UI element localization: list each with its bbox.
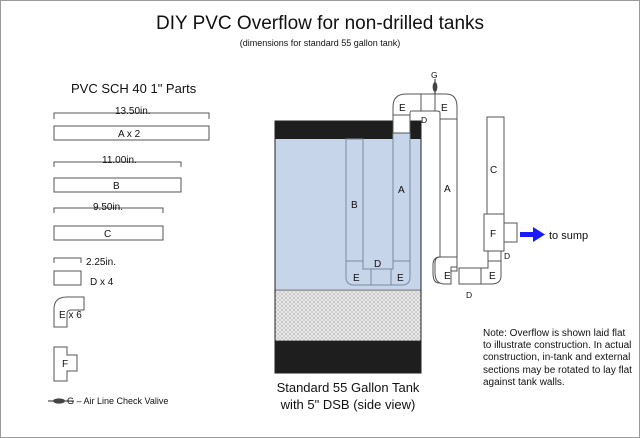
ext-label-c: C [490, 165, 497, 176]
external-overflow [392, 93, 518, 285]
part-c-label: C [104, 229, 111, 240]
part-a-pipe [53, 125, 210, 141]
ext-label-f: F [490, 229, 496, 240]
ext-pipe-d-right [487, 250, 502, 262]
part-d: 2.25in. [53, 257, 116, 286]
part-e-label: E x 6 [59, 310, 82, 321]
part-b: 11.00in. B [53, 155, 182, 193]
ext-label-e-bottom-right: E [489, 271, 496, 282]
part-c-dimension: 9.50in. [93, 202, 123, 213]
tank-caption-line2: with 5" DSB (side view) [280, 397, 416, 412]
part-f-tee [53, 346, 78, 382]
part-d-dimension: 2.25in. [86, 257, 116, 268]
ext-label-e-bottom-left: E [444, 271, 451, 282]
ext-label-d-right: D [504, 251, 510, 261]
part-c: 9.50in. C [53, 202, 164, 241]
part-a-dimension: 13.50in. [115, 106, 151, 117]
ext-elbow-bottom-left [434, 256, 458, 285]
part-b-label: B [113, 181, 120, 192]
part-g-label: G – Air Line Check Valive [67, 396, 169, 406]
in-tank-pipe-d [370, 268, 392, 286]
parts-heading: PVC SCH 40 1" Parts [71, 81, 197, 96]
in-tank-label-e-right: E [397, 273, 404, 284]
diagram-subtitle: (dimensions for standard 55 gallon tank) [239, 38, 401, 48]
ext-label-e-top-right: E [441, 103, 448, 114]
air-check-valve-g-icon [432, 79, 438, 94]
construction-note: Note: Overflow is shown laid flat to ill… [483, 328, 632, 388]
ext-elbow-top-left [392, 93, 422, 116]
part-b-dimension: 11.00in. [102, 155, 137, 166]
ext-pipe-d-bottom [458, 267, 482, 285]
part-c-pipe [53, 225, 164, 241]
tank-caption-line1: Standard 55 Gallon Tank [276, 380, 420, 395]
part-d-count-label: D x 4 [90, 277, 114, 288]
tank-sand-bed [274, 289, 422, 342]
part-g-valve-icon [48, 398, 74, 404]
ext-label-g: G [431, 70, 438, 80]
ext-label-a: A [444, 184, 451, 195]
part-f-label: F [62, 359, 69, 370]
in-tank-label-e-left: E [353, 273, 360, 284]
tank-top-frame [275, 121, 421, 139]
in-tank-label-b: B [351, 200, 358, 211]
ext-tee-outlet [503, 222, 518, 243]
in-tank-pipe-a [392, 132, 411, 262]
part-a: 13.50in. A x 2 [53, 106, 210, 141]
ext-label-d-top: D [421, 115, 427, 125]
to-sump-arrow-icon [520, 227, 545, 242]
tank-bottom-frame [275, 341, 421, 373]
part-d-pipe [53, 270, 82, 286]
in-tank-label-d: D [374, 259, 381, 270]
part-a-label: A x 2 [118, 129, 141, 140]
diagram-title: DIY PVC Overflow for non-drilled tanks [155, 13, 485, 34]
ext-pipe-a-connector [392, 114, 411, 134]
part-e-elbow [53, 296, 85, 328]
tank-caption: Standard 55 Gallon Tank with 5" DSB (sid… [263, 379, 433, 413]
ext-label-e-top-left: E [399, 103, 406, 114]
part-b-pipe [53, 177, 182, 193]
ext-label-d-bottom: D [466, 290, 472, 300]
ext-pipe-d-top [420, 93, 436, 112]
to-sump-label: to sump [549, 230, 589, 242]
ext-pipe-c [486, 116, 505, 215]
in-tank-overflow [345, 132, 411, 286]
in-tank-elbow-left [345, 260, 372, 286]
in-tank-label-a: A [398, 185, 405, 196]
in-tank-elbow-right [390, 260, 411, 286]
